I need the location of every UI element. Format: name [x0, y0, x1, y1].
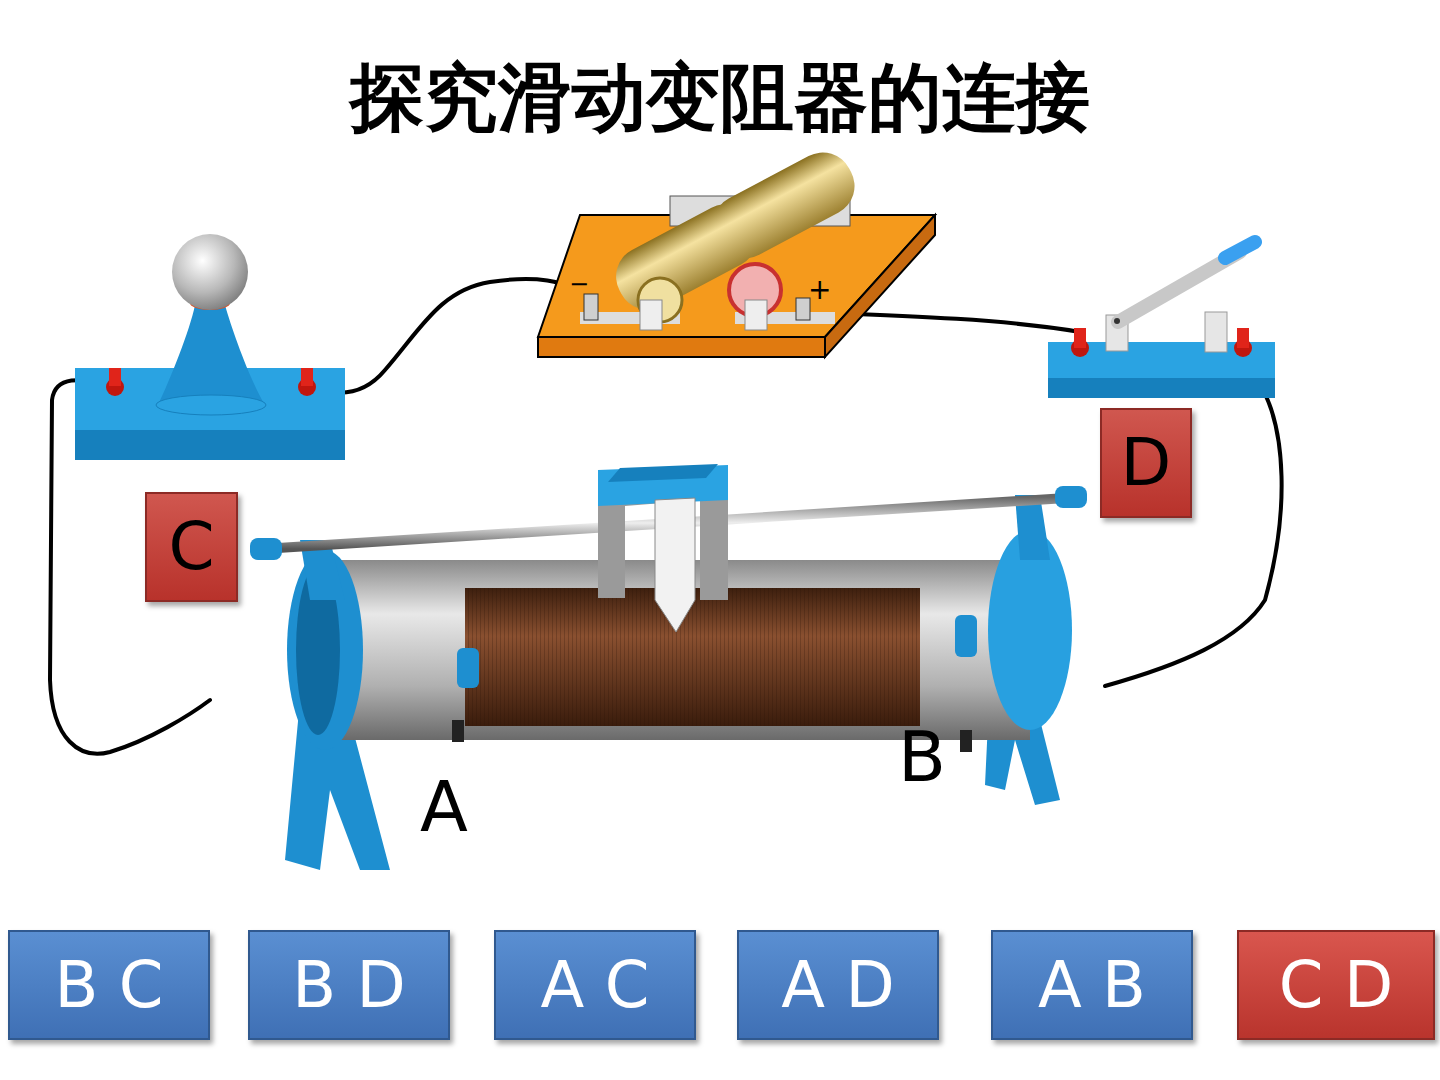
node-label: A B	[1038, 953, 1146, 1017]
answer-button: A B	[991, 930, 1193, 1040]
answer-button: A C	[494, 930, 696, 1040]
lamp	[75, 234, 345, 460]
answer-button: B C	[8, 930, 210, 1040]
terminal-tag: D	[1100, 408, 1192, 518]
wire	[50, 279, 1282, 754]
node-label: A C	[541, 953, 650, 1017]
terminal-label: B	[898, 722, 946, 792]
terminal-sign: −	[569, 272, 589, 296]
node-label: B D	[292, 953, 406, 1017]
terminal-tag: C	[145, 492, 238, 602]
slide-title: 探究滑动变阻器的连接	[0, 60, 1440, 134]
terminal-sign: +	[808, 276, 831, 304]
node-label: C	[168, 514, 214, 580]
terminal-label: A	[420, 772, 468, 842]
answer-button: A D	[737, 930, 939, 1040]
sliding-rheostat	[250, 464, 1087, 870]
answer-button: B D	[248, 930, 450, 1040]
battery	[538, 142, 935, 357]
knife-switch	[1048, 242, 1275, 398]
node-label: C D	[1279, 953, 1393, 1017]
node-label: D	[1121, 430, 1172, 496]
node-label: B C	[55, 953, 164, 1017]
answer-button: C D	[1237, 930, 1435, 1040]
node-label: A D	[781, 953, 894, 1017]
